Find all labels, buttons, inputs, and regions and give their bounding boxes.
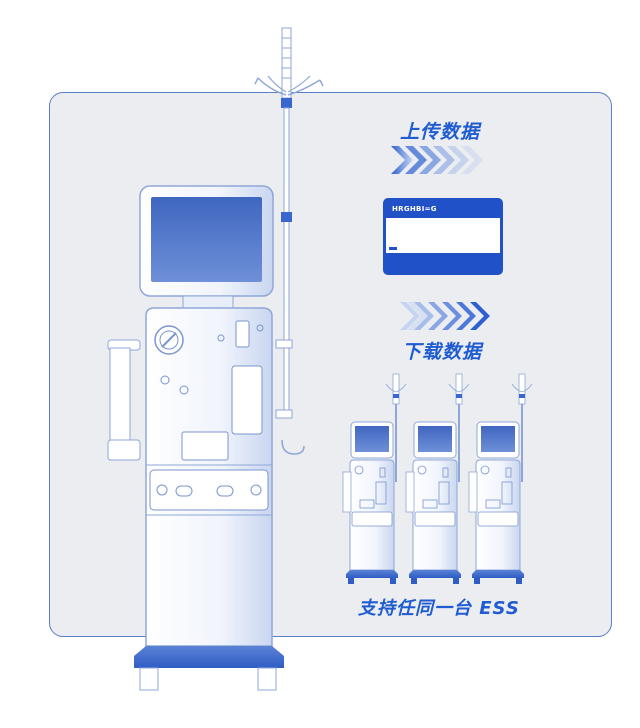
dialysis-machine-large [107, 27, 324, 691]
data-card [383, 198, 503, 275]
machine-base [134, 646, 284, 691]
download-arrows [400, 302, 490, 330]
small-machine-1 [342, 373, 407, 584]
card-brand-text: HRGHBI=G [392, 205, 437, 213]
upload-arrows [391, 146, 483, 174]
side-handle [107, 339, 141, 461]
small-machine-3 [468, 373, 533, 584]
iv-pole [254, 27, 324, 455]
small-machine-2 [405, 373, 470, 584]
machine-body [145, 307, 273, 647]
compatibility-label: 支持任同一台 ESS [358, 598, 520, 619]
download-data-label: 下载数据 [402, 341, 483, 363]
monitor [139, 185, 274, 311]
upload-data-label: 上传数据 [400, 121, 481, 143]
